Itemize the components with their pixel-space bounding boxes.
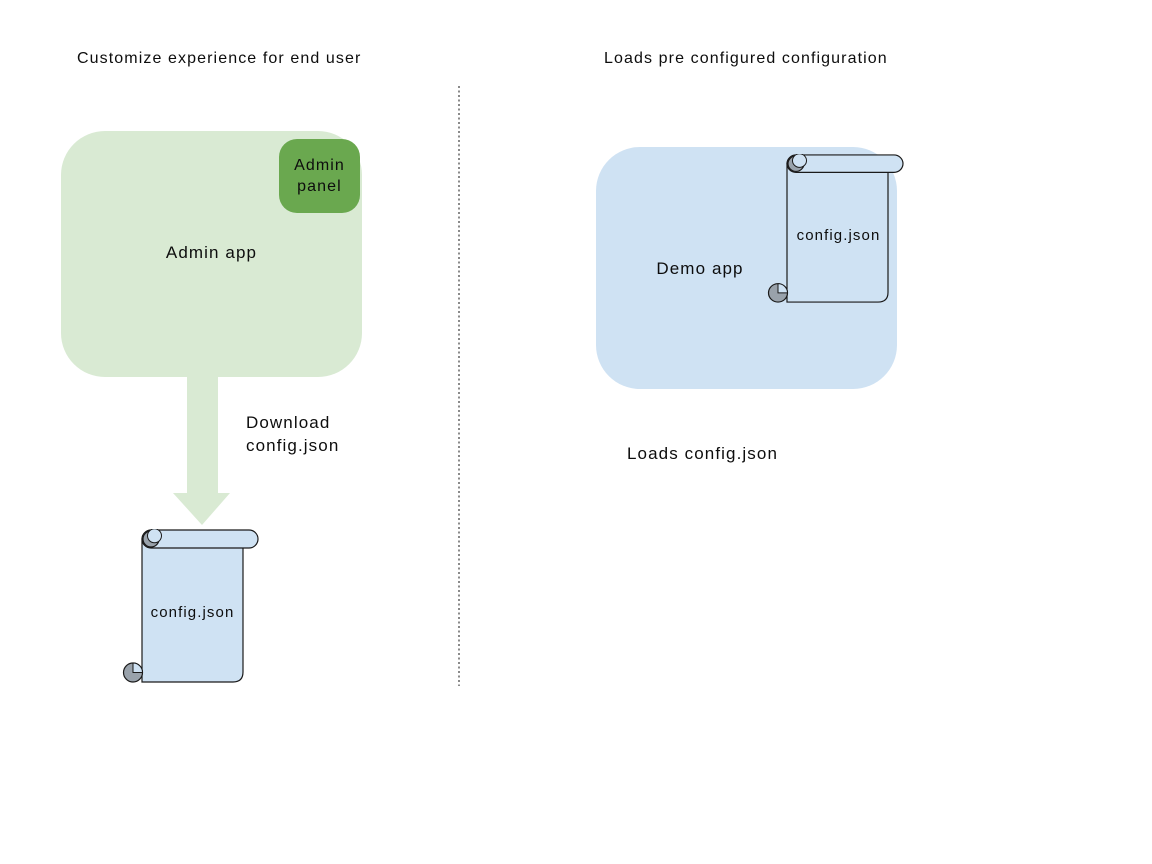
right-section-title: Loads pre configured configuration [604, 50, 888, 67]
admin-panel-label-line2: panel [297, 178, 342, 195]
config-json-scroll-label-left: config.json [150, 604, 235, 621]
download-config-label: Download config.json [246, 411, 339, 457]
download-arrow-icon [173, 377, 230, 525]
demo-app-label: Demo app [656, 259, 744, 278]
download-config-label-line2: config.json [246, 436, 340, 455]
dotted-divider [458, 86, 460, 686]
loads-config-caption: Loads config.json [627, 444, 779, 463]
download-config-label-line1: Download [246, 413, 331, 432]
left-section-title: Customize experience for end user [77, 50, 362, 67]
admin-app-label: Admin app [165, 243, 258, 262]
config-json-scroll-label-right: config.json [796, 227, 881, 244]
admin-panel-box: Admin panel [279, 139, 360, 213]
admin-panel-label-line1: Admin [294, 157, 345, 174]
